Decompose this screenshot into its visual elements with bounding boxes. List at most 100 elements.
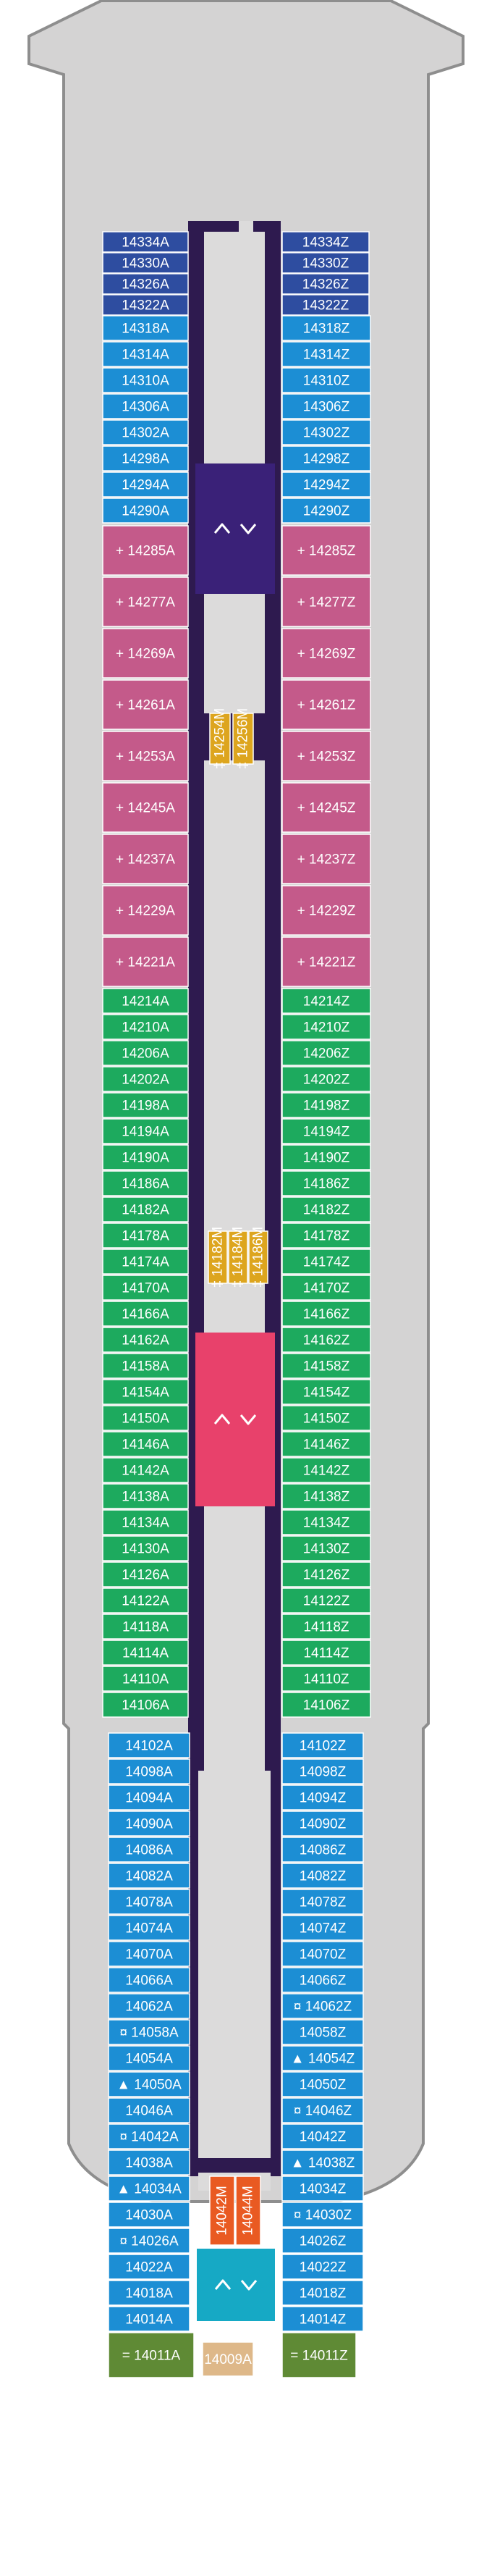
cabin-14022A[interactable]: 14022A xyxy=(108,2254,190,2280)
cabin-14314Z[interactable]: 14314Z xyxy=(281,341,371,367)
cabin-14162A[interactable]: 14162A xyxy=(102,1327,189,1353)
cabin-14198Z[interactable]: 14198Z xyxy=(281,1092,371,1118)
cabin-14202A[interactable]: 14202A xyxy=(102,1066,189,1092)
cabin-14130A[interactable]: 14130A xyxy=(102,1535,189,1561)
cabin-14326A[interactable]: 14326A xyxy=(102,273,189,295)
cabin-14138A[interactable]: 14138A xyxy=(102,1483,189,1509)
cabin-14098Z[interactable]: 14098Z xyxy=(281,1758,364,1784)
cabin-14030Z[interactable]: ¤ 14030Z xyxy=(281,2202,364,2228)
cabin-14190A[interactable]: 14190A xyxy=(102,1144,189,1170)
cabin-14098A[interactable]: 14098A xyxy=(108,1758,190,1784)
cabin-14070A[interactable]: 14070A xyxy=(108,1941,190,1967)
cabin-14245A[interactable]: + 14245A xyxy=(102,782,189,833)
cabin-14042M[interactable]: 14042M xyxy=(209,2176,235,2246)
elevator-aft[interactable] xyxy=(197,2249,275,2321)
cabin-14126Z[interactable]: 14126Z xyxy=(281,1561,371,1587)
cabin-14078A[interactable]: 14078A xyxy=(108,1889,190,1915)
elevator-forward[interactable] xyxy=(195,463,275,594)
cabin-14198A[interactable]: 14198A xyxy=(102,1092,189,1118)
cabin-14190Z[interactable]: 14190Z xyxy=(281,1144,371,1170)
cabin-14330Z[interactable]: 14330Z xyxy=(281,252,370,274)
cabin-14253Z[interactable]: + 14253Z xyxy=(281,731,371,781)
cabin-14134Z[interactable]: 14134Z xyxy=(281,1509,371,1535)
cabin-14221A[interactable]: + 14221A xyxy=(102,936,189,987)
cabin-14009A[interactable]: 14009A xyxy=(202,2341,254,2377)
cabin-14094A[interactable]: 14094A xyxy=(108,1784,190,1811)
cabin-14221Z[interactable]: + 14221Z xyxy=(281,936,371,987)
cabin-14229A[interactable]: + 14229A xyxy=(102,885,189,936)
cabin-14026A[interactable]: ¤ 14026A xyxy=(108,2228,190,2254)
cabin-14082Z[interactable]: 14082Z xyxy=(281,1863,364,1889)
cabin-14082A[interactable]: 14082A xyxy=(108,1863,190,1889)
cabin-14018A[interactable]: 14018A xyxy=(108,2280,190,2306)
cabin-14158A[interactable]: 14158A xyxy=(102,1353,189,1379)
cabin-14102A[interactable]: 14102A xyxy=(108,1732,190,1758)
cabin-14046A[interactable]: 14046A xyxy=(108,2097,190,2123)
cabin-14206A[interactable]: 14206A xyxy=(102,1040,189,1066)
cabin-14194Z[interactable]: 14194Z xyxy=(281,1118,371,1144)
cabin-14261A[interactable]: + 14261A xyxy=(102,679,189,730)
cabin-14194A[interactable]: 14194A xyxy=(102,1118,189,1144)
cabin-14166A[interactable]: 14166A xyxy=(102,1301,189,1327)
cabin-14046Z[interactable]: ¤ 14046Z xyxy=(281,2097,364,2123)
cabin-14122A[interactable]: 14122A xyxy=(102,1587,189,1614)
cabin-14142Z[interactable]: 14142Z xyxy=(281,1457,371,1483)
cabin-14334Z[interactable]: 14334Z xyxy=(281,231,370,253)
cabin-14306A[interactable]: 14306A xyxy=(102,393,189,419)
cabin-14110A[interactable]: 14110A xyxy=(102,1666,189,1692)
cabin-14030A[interactable]: 14030A xyxy=(108,2202,190,2228)
cabin-14330A[interactable]: 14330A xyxy=(102,252,189,274)
cabin-14174A[interactable]: 14174A xyxy=(102,1249,189,1275)
cabin-14269A[interactable]: + 14269A xyxy=(102,628,189,679)
cabin-14302Z[interactable]: 14302Z xyxy=(281,419,371,445)
cabin-14070Z[interactable]: 14070Z xyxy=(281,1941,364,1967)
cabin-14086Z[interactable]: 14086Z xyxy=(281,1837,364,1863)
cabin-14094Z[interactable]: 14094Z xyxy=(281,1784,364,1811)
cabin-14214A[interactable]: 14214A xyxy=(102,988,189,1014)
cabin-14042A[interactable]: ¤ 14042A xyxy=(108,2123,190,2149)
cabin-14034A[interactable]: ▲ 14034A xyxy=(108,2176,190,2202)
cabin-14062A[interactable]: 14062A xyxy=(108,1993,190,2019)
cabin-14306Z[interactable]: 14306Z xyxy=(281,393,371,419)
cabin-14245Z[interactable]: + 14245Z xyxy=(281,782,371,833)
cabin-14186Z[interactable]: 14186Z xyxy=(281,1170,371,1196)
cabin-14126A[interactable]: 14126A xyxy=(102,1561,189,1587)
cabin-14158Z[interactable]: 14158Z xyxy=(281,1353,371,1379)
cabin-14054Z[interactable]: ▲ 14054Z xyxy=(281,2045,364,2071)
cabin-14066A[interactable]: 14066A xyxy=(108,1967,190,1993)
cabin-14110Z[interactable]: 14110Z xyxy=(281,1666,371,1692)
cabin-14011Z[interactable]: = 14011Z xyxy=(281,2332,357,2378)
cabin-14026Z[interactable]: 14026Z xyxy=(281,2228,364,2254)
cabin-14138Z[interactable]: 14138Z xyxy=(281,1483,371,1509)
cabin-14014A[interactable]: 14014A xyxy=(108,2306,190,2332)
cabin-14102Z[interactable]: 14102Z xyxy=(281,1732,364,1758)
cabin-14038Z[interactable]: ▲ 14038Z xyxy=(281,2149,364,2176)
cabin-14118Z[interactable]: 14118Z xyxy=(281,1614,371,1640)
cabin-14130Z[interactable]: 14130Z xyxy=(281,1535,371,1561)
cabin-14066Z[interactable]: 14066Z xyxy=(281,1967,364,1993)
cabin-14050Z[interactable]: 14050Z xyxy=(281,2071,364,2097)
cabin-14285A[interactable]: + 14285A xyxy=(102,525,189,576)
cabin-14253A[interactable]: + 14253A xyxy=(102,731,189,781)
cabin-14142A[interactable]: 14142A xyxy=(102,1457,189,1483)
cabin-14162Z[interactable]: 14162Z xyxy=(281,1327,371,1353)
cabin-14285Z[interactable]: + 14285Z xyxy=(281,525,371,576)
cabin-14122Z[interactable]: 14122Z xyxy=(281,1587,371,1614)
cabin-14261Z[interactable]: + 14261Z xyxy=(281,679,371,730)
cabin-14054A[interactable]: 14054A xyxy=(108,2045,190,2071)
cabin-14182M[interactable]: ‡ 14182M xyxy=(208,1227,228,1288)
cabin-14186A[interactable]: 14186A xyxy=(102,1170,189,1196)
cabin-14174Z[interactable]: 14174Z xyxy=(281,1249,371,1275)
cabin-14058Z[interactable]: 14058Z xyxy=(281,2019,364,2045)
cabin-14086A[interactable]: 14086A xyxy=(108,1837,190,1863)
cabin-14038A[interactable]: 14038A xyxy=(108,2149,190,2176)
cabin-14202Z[interactable]: 14202Z xyxy=(281,1066,371,1092)
cabin-14182Z[interactable]: 14182Z xyxy=(281,1196,371,1222)
cabin-14014Z[interactable]: 14014Z xyxy=(281,2306,364,2332)
cabin-14237Z[interactable]: + 14237Z xyxy=(281,834,371,884)
cabin-14034Z[interactable]: 14034Z xyxy=(281,2176,364,2202)
cabin-14090A[interactable]: 14090A xyxy=(108,1811,190,1837)
cabin-14106A[interactable]: 14106A xyxy=(102,1692,189,1718)
cabin-14154Z[interactable]: 14154Z xyxy=(281,1379,371,1405)
cabin-14334A[interactable]: 14334A xyxy=(102,231,189,253)
